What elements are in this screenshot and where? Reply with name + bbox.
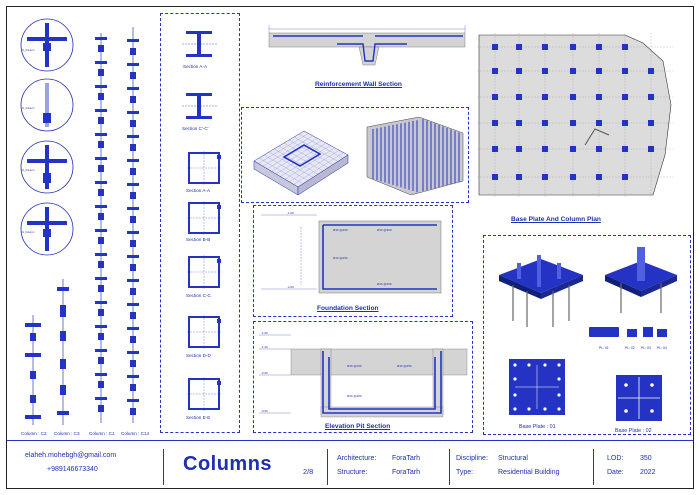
svg-text:01_Column: 01_Column [21, 106, 35, 110]
svg-text:Ø16 @250: Ø16 @250 [333, 256, 348, 260]
plate-label-01: PL: 01 [599, 346, 609, 350]
svg-text:Ø16 @300: Ø16 @300 [347, 394, 362, 398]
sections-panel [160, 13, 240, 433]
title-divider-3 [449, 449, 450, 485]
elevation-pit-drawing: -1.00 -1.20 -2.00 -3.00 Ø16 @250 Ø16 @250 Ø… [259, 331, 468, 418]
base-plate-plan-drawing [477, 33, 673, 197]
column-label-c2: Column : C2 [21, 431, 47, 436]
reinforcement-wall-title: Reinforcement Wall Section [315, 81, 402, 88]
discipline-value: Structural [498, 455, 528, 462]
title-divider-2 [327, 449, 328, 485]
section-label-c-c-prime: Section C'-C' [182, 126, 209, 131]
base-plate-plan-title: Base Plate And Column Plan [511, 216, 601, 223]
svg-text:01_Column: 01_Column [21, 48, 35, 52]
base-plate-02-title: Base Plate : 02 [615, 428, 652, 434]
svg-text:-1.20: -1.20 [261, 345, 268, 349]
base-plate-detail-panel [483, 235, 691, 435]
svg-text:Ø16 @300: Ø16 @300 [377, 228, 392, 232]
isometric-wall-cage [366, 116, 464, 196]
plate-label-02: PL: 02 [625, 346, 635, 350]
section-label-e-e: Section E-E [186, 415, 211, 420]
section-aa-ibeam [182, 31, 218, 57]
drawing-sheet: 01_Column 01_Column 01_Column 01_Column Co… [6, 6, 694, 489]
base-plate-01-plan [509, 359, 565, 415]
svg-text:-1.00: -1.00 [287, 211, 294, 215]
section-label-a-a-1: Section A-A [183, 64, 208, 69]
svg-text:-2.00: -2.00 [261, 371, 268, 375]
base-plate-3d-01 [499, 255, 583, 327]
page-number: 2/8 [303, 467, 314, 476]
reinforcement-wall-drawing [268, 25, 466, 66]
title-divider-4 [593, 449, 594, 485]
structure-label: Structure: [337, 469, 368, 476]
column-label-c1: Column : C1 [89, 431, 115, 436]
foundation-panel [253, 205, 453, 317]
plate-label-03: PL: 03 [641, 346, 651, 350]
svg-text:01_Column: 01_Column [21, 230, 35, 234]
plate-label-04: PL: 04 [657, 346, 667, 350]
column-elevation-short [25, 279, 69, 425]
section-label-c-c: Section C-C [186, 293, 211, 298]
isometric-foundation-mesh [253, 130, 349, 196]
title-block: elaheh.mohebgh@gmail.com +989146673340 C… [7, 440, 693, 488]
svg-text:Ø16 @250: Ø16 @250 [377, 282, 392, 286]
column-label-c14: Column : C14 [121, 431, 150, 436]
column-elevation-tall [95, 27, 139, 423]
discipline-label: Discipline: [456, 455, 488, 462]
section-label-b-b: Section B-B [186, 237, 211, 242]
small-plate-details [589, 327, 667, 337]
section-label-d-d: Section D-D [186, 353, 211, 358]
elevation-pit-title: Elevation Pit Section [325, 423, 391, 430]
date-value: 2022 [640, 469, 656, 476]
type-label: Type: [456, 469, 474, 476]
sheet-title: Columns [183, 453, 273, 475]
date-label: Date: [607, 469, 624, 476]
isometric-views-panel [241, 107, 469, 203]
svg-text:Ø16 @250: Ø16 @250 [347, 364, 362, 368]
section-squares [187, 151, 221, 411]
phone-text: +989146673340 [47, 466, 98, 473]
svg-text:-3.00: -3.00 [261, 409, 268, 413]
svg-text:01_Column: 01_Column [21, 168, 35, 172]
title-divider-1 [163, 449, 164, 485]
structure-value: ForaTarh [392, 469, 421, 476]
foundation-title: Foundation Section [317, 305, 379, 312]
architecture-value: ForaTarh [392, 455, 421, 462]
svg-text:-1.00: -1.00 [261, 331, 268, 335]
svg-text:Ø16 @300: Ø16 @300 [333, 228, 348, 232]
svg-text:-2.00: -2.00 [287, 285, 294, 289]
architecture-label: Architecture: [337, 455, 377, 462]
column-label-c3: Column : C3 [54, 431, 80, 436]
email-text: elaheh.mohebgh@gmail.com [25, 452, 117, 459]
section-label-a-a-2: Section A-A [186, 188, 211, 193]
base-plate-3d-02 [605, 247, 677, 313]
lod-value: 350 [640, 455, 652, 462]
type-value: Residential Building [498, 469, 560, 476]
lod-label: LOD: [607, 455, 624, 462]
base-plate-01-title: Base Plate : 01 [519, 424, 556, 430]
elevation-pit-panel [253, 321, 473, 433]
column-detail-circles: 01_Column 01_Column 01_Column 01_Column [20, 18, 74, 256]
base-plate-02-plan [616, 375, 662, 421]
section-cc-ibeam [182, 93, 218, 119]
svg-text:Ø16 @250: Ø16 @250 [397, 364, 412, 368]
